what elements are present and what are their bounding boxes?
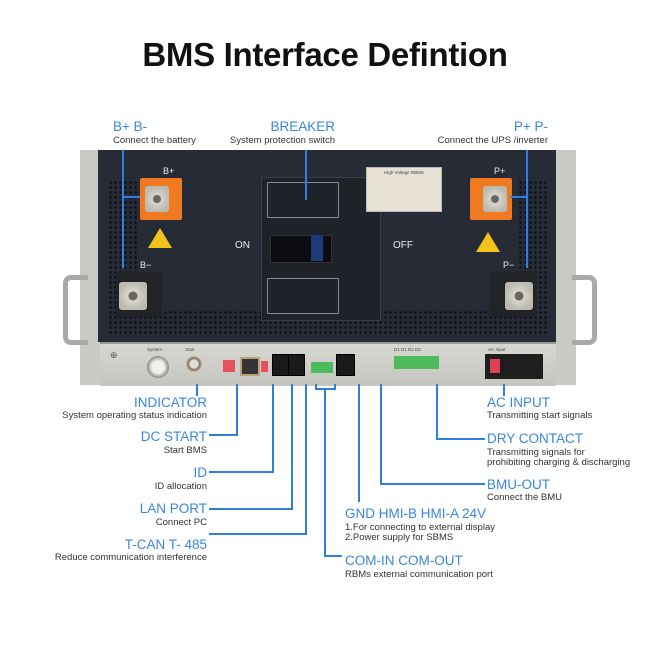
bmu-out-port[interactable] [336,354,355,376]
page-title: BMS Interface Defintion [142,36,508,73]
bmu-out-desc: Connect the BMU [487,492,562,503]
breaker-label-top [267,182,339,218]
breaker-desc: System protection switch [229,135,335,146]
ups-desc: Connect the UPS /inverter [437,135,548,146]
front-panel: ⊕ System Start D1 D1 D2 D2 AC Input [100,342,556,386]
left-handle[interactable] [63,275,88,345]
dc-start-heading: DC START [140,429,207,444]
ac-input-desc: Transmitting start signals [487,410,593,421]
p-minus-label: P− [503,260,515,270]
system-label: System [147,347,163,352]
id-heading: ID [193,465,208,480]
b-plus-terminal[interactable] [140,178,182,220]
indicator-heading: INDICATOR [133,395,207,410]
dry-contact-desc: Transmitting signals for [487,447,585,458]
bms-device: B+ B− ON OFF High Voltage RBMS P+ P− [60,150,598,388]
com-desc: RBMs external communication port [345,569,493,580]
dry-contact-connector[interactable] [394,356,439,369]
hmi-heading: GND HMI-B HMI-A 24V [345,506,487,521]
p-minus-terminal[interactable] [490,272,536,317]
right-rack-ear [556,150,576,385]
high-voltage-warning-icon [476,232,500,252]
breaker-heading: BREAKER [270,119,335,134]
high-voltage-warning-icon [148,228,172,248]
dry-contact-label: D1 D1 D2 D2 [394,347,421,352]
battery-heading: B+ B- [113,119,148,134]
com-heading: COM-IN COM-OUT [345,553,463,568]
b-plus-label: B+ [163,166,175,176]
t-can-switch[interactable] [261,361,268,372]
breaker-on-label: ON [235,240,250,251]
start-label: Start [185,347,195,352]
breaker-indicator [311,235,323,261]
com-in-port[interactable] [272,354,289,376]
t-can-desc: Reduce communication interference [54,552,207,563]
nameplate-title: High Voltage RBMS [384,170,424,175]
left-rack-ear [80,150,100,385]
bmu-out-heading: BMU-OUT [487,477,550,492]
right-handle[interactable] [572,275,597,345]
ac-input-label: AC Input [488,347,506,352]
indicator-button[interactable] [147,356,169,378]
ground-icon: ⊕ [110,350,118,360]
rear-panel: B+ B− ON OFF High Voltage RBMS P+ P− [98,150,556,342]
ac-input-socket[interactable] [485,354,543,379]
p-plus-label: P+ [494,166,506,176]
ups-heading: P+ P- [513,119,548,134]
b-minus-terminal[interactable] [116,272,162,317]
lan-port-heading: LAN PORT [139,501,207,516]
breaker[interactable] [261,177,381,321]
id-dip-switch[interactable] [223,360,235,372]
dry-contact-heading: DRY CONTACT [487,431,584,446]
battery-desc: Connect the battery [113,135,196,146]
breaker-off-label: OFF [393,240,413,251]
id-desc: ID allocation [154,481,207,492]
t-can-heading: T-CAN T- 485 [124,537,207,552]
hmi-connector[interactable] [311,362,333,373]
lan-port-desc: Connect PC [155,517,207,528]
ac-input-heading: AC INPUT [487,395,551,410]
hmi-desc: 1.For connecting to external display [345,522,495,533]
power-switch[interactable] [490,359,500,373]
nameplate: High Voltage RBMS [366,167,442,212]
dry-contact-desc-2: prohibiting charging & discharging [487,457,631,468]
b-minus-label: B− [140,260,152,270]
indicator-desc: System operating status indication [62,410,207,421]
dc-start-button[interactable] [186,356,202,372]
p-plus-terminal[interactable] [470,178,512,220]
hmi-desc-2: 2.Power supply for SBMS [345,532,454,543]
lan-port[interactable] [240,357,260,376]
breaker-label-bottom [267,278,339,314]
com-out-port[interactable] [288,354,305,376]
dc-start-desc: Start BMS [163,445,207,456]
